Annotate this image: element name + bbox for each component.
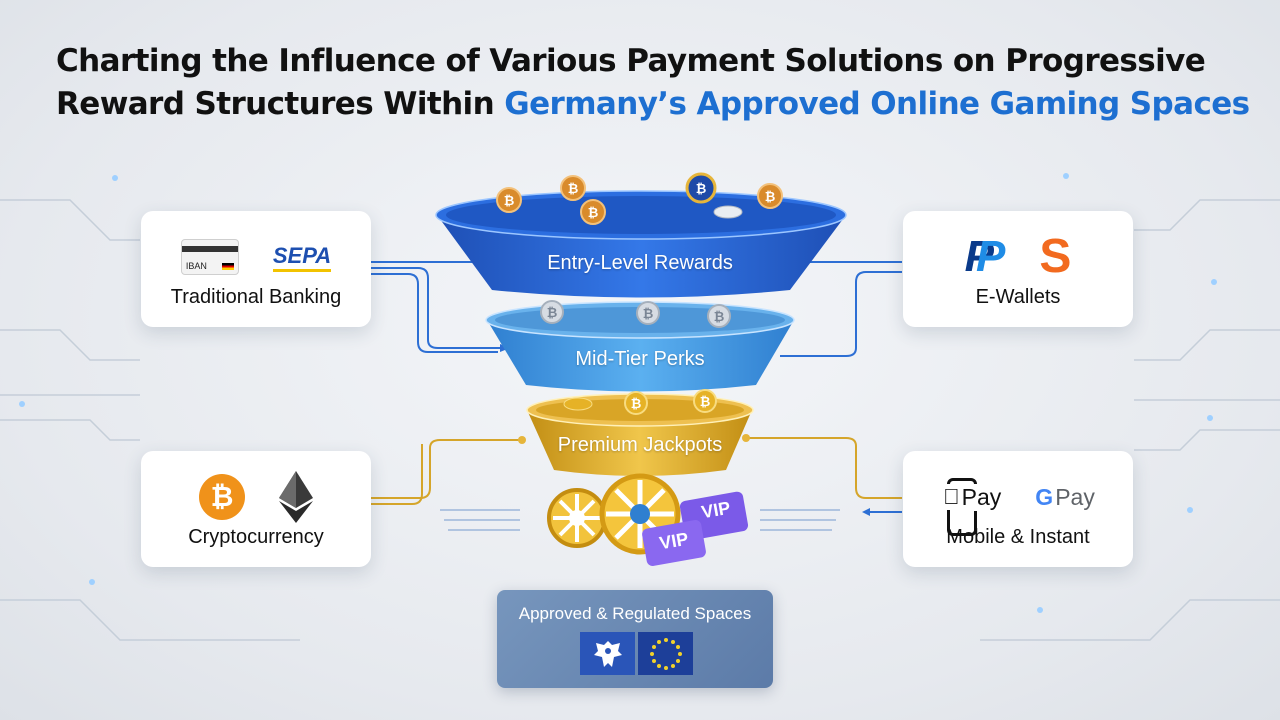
prize-wheels <box>547 473 681 555</box>
card-label: Mobile & Instant <box>946 526 1090 548</box>
tier-label-premium: Premium Jackpots <box>557 434 723 456</box>
tier-label-mid: Mid-Tier Perks <box>575 348 705 370</box>
svg-text:₿: ₿ <box>714 309 725 324</box>
svg-text:₿: ₿ <box>504 193 515 208</box>
eu-flag-icon <box>638 632 693 675</box>
svg-text:₿: ₿ <box>696 181 707 196</box>
title-line-2-prefix: Reward Structures Within <box>56 86 505 122</box>
page-title: Charting the Influence of Various Paymen… <box>56 40 1250 126</box>
ethereum-icon <box>279 471 313 523</box>
svg-text:₿: ₿ <box>588 205 599 220</box>
title-line-1: Charting the Influence of Various Paymen… <box>56 43 1206 79</box>
svg-text:₿: ₿ <box>700 394 711 409</box>
vip-badges <box>642 491 749 566</box>
card-label: Cryptocurrency <box>188 526 324 548</box>
svg-text:₿: ₿ <box>631 396 642 411</box>
iban-text: IBAN <box>185 261 207 271</box>
title-line-2-highlight: Germany’s Approved Online Gaming Spaces <box>504 86 1250 122</box>
iban-card-icon: IBAN <box>180 239 239 275</box>
card-traditional-banking[interactable]: IBAN SEPA Traditional Banking <box>141 211 371 327</box>
tier-entry-level <box>435 190 847 298</box>
card-label: Traditional Banking <box>170 286 342 308</box>
tier-label-entry: Entry-Level Rewards <box>547 252 733 274</box>
card-label: E-Wallets <box>975 286 1061 308</box>
bitcoin-icon: ₿ <box>199 474 245 520</box>
svg-text:₿: ₿ <box>547 305 558 320</box>
apple-pay-icon: Pay <box>941 477 1002 536</box>
bitcoin-coins <box>496 172 783 415</box>
approved-label: Approved & Regulated Spaces <box>518 604 752 623</box>
skrill-icon: S <box>1039 230 1072 283</box>
svg-text:₿: ₿ <box>765 189 776 204</box>
svg-text:₿: ₿ <box>568 181 579 196</box>
german-eagle-icon <box>580 632 635 675</box>
approved-regulated-panel: Approved & Regulated Spaces <box>497 590 773 688</box>
svg-text:₿: ₿ <box>643 306 654 321</box>
sepa-icon: SEPA <box>272 243 332 272</box>
card-cryptocurrency[interactable]: ₿ Cryptocurrency <box>141 451 371 567</box>
